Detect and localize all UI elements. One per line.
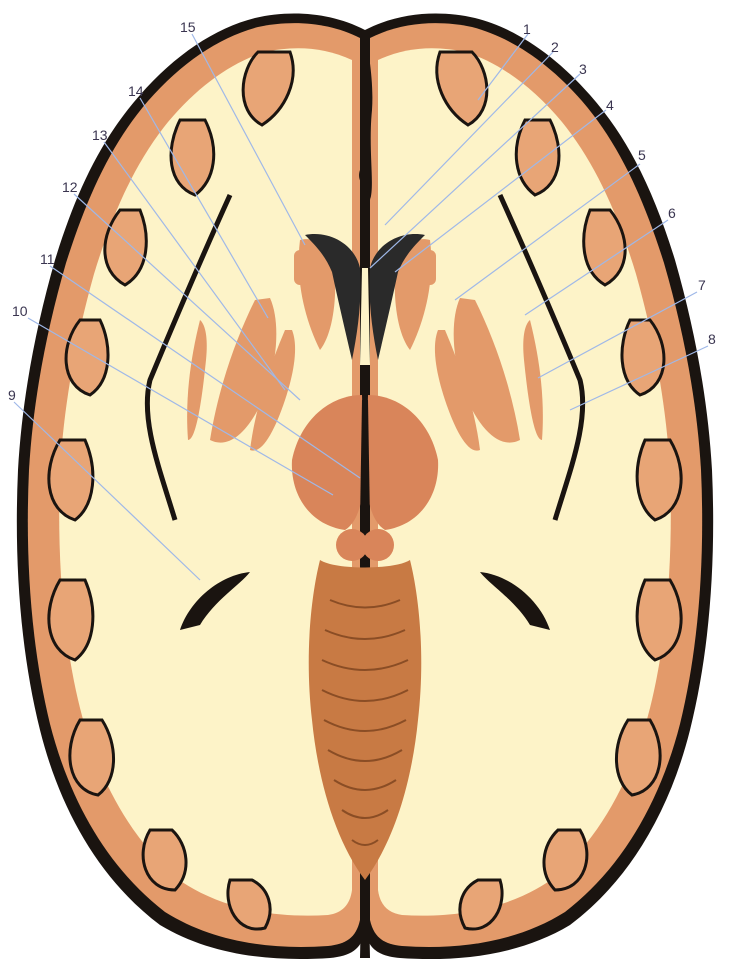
label-6: 6 [668,205,676,221]
label-13: 13 [92,127,108,143]
label-12: 12 [62,179,78,195]
label-4: 4 [606,97,614,113]
label-8: 8 [708,331,716,347]
label-7: 7 [698,277,706,293]
label-2: 2 [551,39,559,55]
brain-section [17,14,713,959]
label-14: 14 [128,83,144,99]
label-3: 3 [579,61,587,77]
label-10: 10 [12,303,28,319]
label-5: 5 [638,147,646,163]
label-9: 9 [8,387,16,403]
label-11: 11 [40,251,55,267]
label-1: 1 [523,21,531,37]
right-colliculus [362,529,394,561]
label-15: 15 [180,19,196,35]
